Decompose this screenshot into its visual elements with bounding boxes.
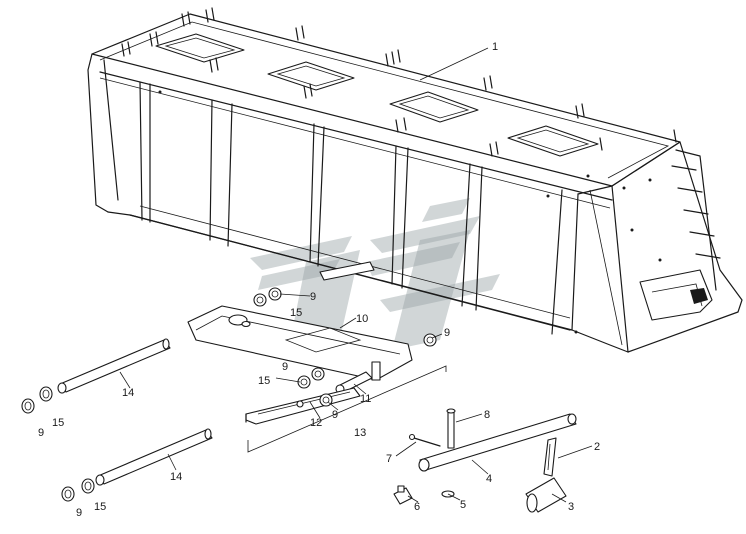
callout-9: 9 [310, 291, 316, 303]
washers-left [21, 386, 95, 502]
callout-2: 2 [594, 441, 600, 453]
callout-14: 14 [122, 387, 134, 399]
callout-9: 9 [332, 409, 338, 421]
axle-14-upper [57, 338, 171, 394]
callout-9: 9 [76, 507, 82, 519]
callout-6: 6 [414, 501, 420, 513]
watermark-logo [250, 198, 500, 350]
callout-3: 3 [568, 501, 574, 513]
callout-15: 15 [52, 417, 64, 429]
callout-9: 9 [444, 327, 450, 339]
hitch-plate [187, 305, 413, 381]
callout-4: 4 [486, 473, 492, 485]
callout-15: 15 [258, 375, 270, 387]
callout-15: 15 [94, 501, 106, 513]
top-lugs [121, 7, 677, 157]
strap-2 [543, 437, 557, 477]
washers-center [253, 287, 437, 407]
callout-11: 11 [360, 393, 371, 405]
sleeve-3 [525, 477, 567, 513]
callout-14: 14 [170, 471, 182, 483]
callout-labels: 1 2 3 4 5 6 7 8 9 9 9 9 9 9 10 11 12 13 … [38, 41, 600, 519]
hopper-body [87, 13, 743, 353]
leader-lines [119, 47, 593, 503]
bolt-8 [446, 408, 456, 449]
callout-12: 12 [310, 417, 322, 429]
plate-12 [245, 387, 361, 425]
axle-14-lower [95, 428, 213, 486]
ladder [671, 149, 721, 291]
callout-13: 13 [354, 427, 366, 439]
callout-9: 9 [282, 361, 288, 373]
callout-5: 5 [460, 499, 466, 511]
cotter-7 [408, 433, 441, 447]
shaft-4 [418, 413, 577, 472]
top-hatches [155, 33, 599, 157]
fitting-6 [393, 485, 413, 505]
callout-7: 7 [386, 453, 392, 465]
callout-10: 10 [356, 313, 368, 325]
callout-8: 8 [484, 409, 490, 421]
callout-9: 9 [38, 427, 44, 439]
callout-15: 15 [290, 307, 302, 319]
callout-1: 1 [492, 41, 498, 53]
